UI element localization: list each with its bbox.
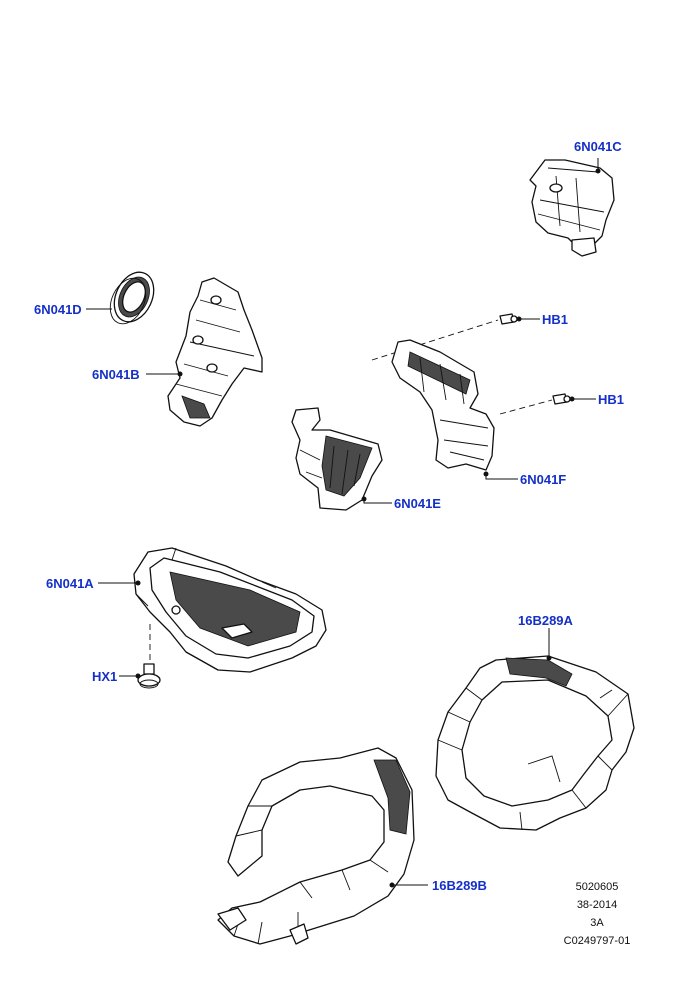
part-6N041F-bracket [391,339,495,477]
callout-6N041A: 6N041A [46,576,94,591]
callout-HB1-mid: HB1 [598,392,624,407]
reference-line-2: 38-2014 [577,899,617,911]
part-HX1-drain-plug [135,663,161,689]
alignment-line-mid [499,399,553,415]
part-6N041D-ring [109,271,155,325]
callout-HX1: HX1 [92,669,117,684]
reference-line-1: 5020605 [576,881,619,893]
callout-16B289B: 16B289B [432,878,487,893]
leader-lines [86,158,599,886]
callout-HB1-top: HB1 [542,312,568,327]
callout-6N041E: 6N041E [394,496,441,511]
bolt-HB1-mid [552,393,575,405]
bolt-HB1-top [499,313,522,325]
reference-line-3: 3A [590,917,604,929]
part-6N041B-bracket [167,277,263,427]
part-6N041E-bracket [291,407,383,511]
callout-16B289A: 16B289A [518,613,574,628]
part-6N041C-cover [529,159,615,257]
callout-6N041B: 6N041B [92,367,140,382]
callout-6N041F: 6N041F [520,472,566,487]
reference-line-4: C0249797-01 [564,935,631,947]
callout-6N041D: 6N041D [34,302,82,317]
alignment-line-top [371,319,499,361]
part-16B289A-heat-shield [435,655,635,831]
callout-6N041C: 6N041C [574,139,622,154]
part-16B289B-heat-shield [217,747,415,945]
reference-block: 5020605 38-2014 3A C0249797-01 [564,881,631,947]
part-6N041A-oil-pan [133,547,327,673]
